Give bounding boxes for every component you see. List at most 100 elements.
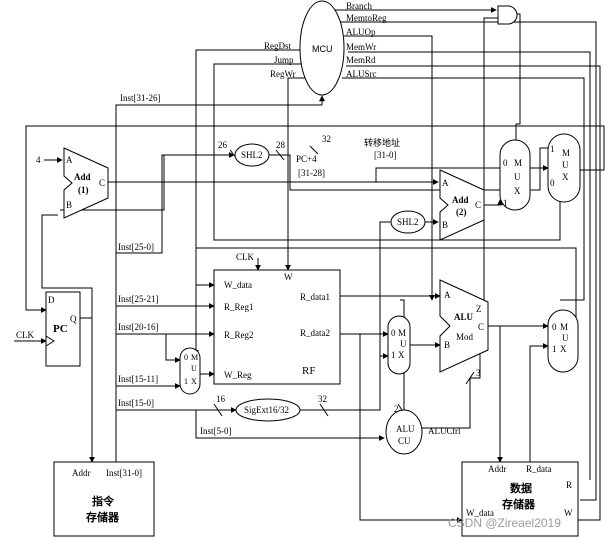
alu-b: B bbox=[444, 340, 450, 350]
branch-mux-m: M bbox=[514, 158, 522, 168]
memtoreg-mux bbox=[547, 309, 579, 373]
add1-num: (1) bbox=[78, 185, 89, 195]
regdst-mux-x: X bbox=[191, 377, 197, 386]
width-26-label: 26 bbox=[218, 140, 228, 150]
aluctrl-label: ALUCtrl bbox=[428, 426, 461, 436]
jump-mux-1: 1 bbox=[550, 144, 555, 154]
add2-num: (2) bbox=[456, 207, 467, 217]
alusrc-label: ALUSrc bbox=[346, 69, 377, 79]
memrd-wire bbox=[346, 65, 601, 521]
alusrc-mux-1: 1 bbox=[391, 350, 396, 360]
branch-mux-u: U bbox=[514, 172, 521, 182]
pc-to-imem-wire bbox=[80, 317, 95, 463]
misc-wire-1 bbox=[60, 155, 165, 211]
dmem-r: R bbox=[566, 480, 572, 490]
data-memory bbox=[461, 461, 579, 537]
pc-register bbox=[45, 291, 81, 367]
aluop-wire bbox=[344, 35, 435, 301]
memwr-label: MemWr bbox=[346, 42, 376, 52]
imem-name-2: 存储器 bbox=[86, 510, 120, 524]
alu-name: ALU bbox=[454, 312, 474, 322]
pc-q: Q bbox=[70, 314, 77, 324]
adder-2 bbox=[439, 169, 485, 241]
inst25-0-label: Inst[25-0] bbox=[118, 242, 154, 252]
add1-b: B bbox=[66, 200, 72, 210]
branch-mux-1: 1 bbox=[503, 198, 508, 208]
shl2-branch bbox=[390, 210, 426, 234]
imem-inst: Inst[31-0] bbox=[106, 468, 142, 478]
width-28-label: 28 bbox=[276, 140, 286, 150]
regdst-mux-0: 0 bbox=[184, 353, 188, 362]
sign-extend bbox=[235, 398, 301, 422]
memtoreg-label: MemtoReg bbox=[346, 13, 387, 23]
jump-mux bbox=[547, 133, 581, 203]
alucu-l2: CU bbox=[398, 436, 411, 446]
w-data-wire bbox=[195, 248, 215, 288]
tick-28 bbox=[275, 149, 285, 161]
alusrc-mux-0: 0 bbox=[391, 328, 396, 338]
watermark: CSDN @Zireael2019 bbox=[448, 516, 561, 530]
dmem-wdata: W_data bbox=[466, 508, 494, 518]
aluop-label: ALUOp bbox=[346, 27, 376, 37]
memtoreg-wire bbox=[340, 21, 597, 501]
adder-1 bbox=[63, 147, 109, 219]
inst31-26-wire bbox=[115, 95, 325, 470]
rf-rdata2: R_data2 bbox=[300, 328, 330, 338]
pc-d: D bbox=[48, 295, 55, 305]
jump-label: Jump bbox=[274, 55, 294, 65]
alusrc-mux-m: M bbox=[398, 328, 406, 338]
pc-to-add1-b bbox=[41, 214, 93, 318]
jump-addr-label: 转移地址 bbox=[364, 137, 400, 148]
dmem-w: W bbox=[564, 508, 573, 518]
memtoreg-mux-u: U bbox=[562, 333, 569, 343]
branch-mux-x: X bbox=[514, 186, 521, 196]
branch-label: Branch bbox=[346, 1, 372, 11]
rf-rreg1: R_Reg1 bbox=[224, 302, 254, 312]
alu-a: A bbox=[444, 290, 451, 300]
alucu-l1: ALU bbox=[396, 424, 415, 434]
const4-label: 4 bbox=[36, 155, 41, 165]
inst20-16-to-mux-wire bbox=[165, 334, 181, 363]
tick-32b bbox=[319, 403, 329, 417]
inst15-0-label: Inst[15-0] bbox=[118, 398, 154, 408]
rdata-to-mux-wire bbox=[529, 343, 549, 462]
pc4-range-label: [31-28] bbox=[298, 168, 325, 178]
rf-rdata1: R_data1 bbox=[300, 292, 330, 302]
jump-mux-x: X bbox=[562, 172, 569, 182]
memtoreg-mux-m: M bbox=[560, 322, 568, 332]
clk-rf-label: CLK bbox=[236, 252, 255, 262]
alusrc-mux-u: U bbox=[400, 339, 407, 349]
sigext-out-wire bbox=[300, 353, 389, 411]
inst25-21-label: Inst[25-21] bbox=[118, 294, 159, 304]
pc-clock-triangle bbox=[45, 335, 55, 347]
imem-addr: Addr bbox=[72, 468, 91, 478]
add1-name: Add bbox=[74, 172, 91, 182]
branch-mux bbox=[499, 139, 531, 211]
memtoreg-mux-x: X bbox=[560, 344, 567, 354]
width-16-label: 16 bbox=[216, 394, 226, 404]
regdst-mux-1: 1 bbox=[184, 377, 188, 386]
width-32a-label: 32 bbox=[322, 134, 331, 144]
add1-a: A bbox=[66, 155, 73, 165]
regdst-mux-u: U bbox=[191, 364, 197, 373]
pc-mux-out-wire bbox=[25, 125, 605, 313]
dmem-name-2: 存储器 bbox=[502, 497, 536, 511]
width-2-label: 2 bbox=[394, 404, 399, 414]
alu-result-to-dmem-wire bbox=[488, 325, 503, 463]
pc-name: PC bbox=[53, 323, 68, 335]
memtoreg-mux-1: 1 bbox=[552, 344, 557, 354]
shl2-jump bbox=[234, 143, 270, 167]
jump-mux-0: 0 bbox=[550, 178, 555, 188]
sigext-label: SigExt16/32 bbox=[244, 405, 289, 415]
mcu-label: MCU bbox=[312, 44, 333, 54]
alusrc-wire bbox=[342, 77, 585, 301]
register-file bbox=[213, 269, 341, 385]
regwr-label: RegWr bbox=[270, 69, 296, 79]
wires bbox=[14, 7, 605, 523]
inst5-0-label: Inst[5-0] bbox=[200, 426, 232, 436]
tick-3 bbox=[465, 371, 475, 385]
sigext-to-shl2-wire bbox=[379, 221, 392, 356]
add2-a: A bbox=[442, 178, 449, 188]
tick-32a bbox=[309, 145, 319, 155]
